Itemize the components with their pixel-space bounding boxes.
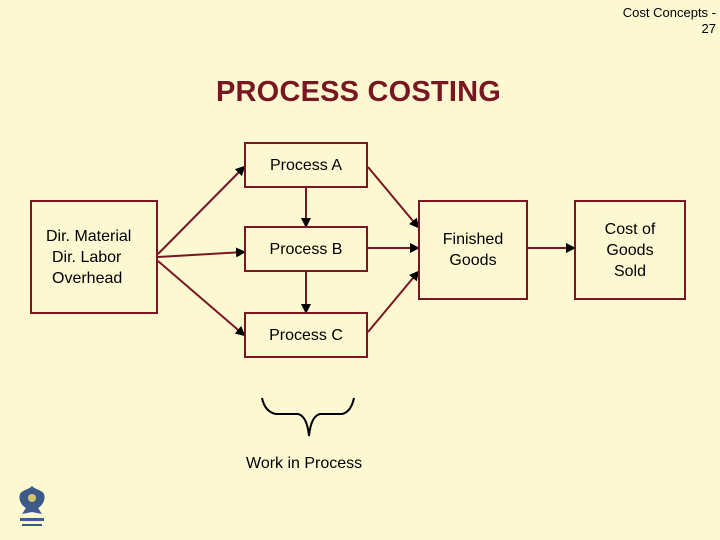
work-in-process-brace	[261, 397, 355, 437]
process-c-box: Process C	[244, 312, 368, 358]
process-b-box: Process B	[244, 226, 368, 272]
work-in-process-label: Work in Process	[246, 455, 363, 472]
inputs-box: Dir. Material Dir. Labor Overhead	[30, 200, 158, 314]
arrow-inputs-to-process-c	[157, 260, 246, 337]
finished-goods-line-2: Goods	[449, 252, 497, 269]
input-direct-labor: Dir. Labor	[52, 248, 122, 266]
input-overhead: Overhead	[52, 269, 123, 287]
university-crest-icon	[19, 486, 45, 526]
process-b-label: Process B	[269, 240, 343, 258]
process-a-label: Process A	[269, 156, 343, 174]
cogs-line-3: Sold	[613, 262, 647, 280]
cogs-box: Cost of Goods Sold	[574, 200, 686, 300]
header-line-2: 27	[701, 21, 716, 36]
arrow-process-c-to-finished-goods	[367, 270, 420, 333]
slide-title: PROCESS COSTING	[216, 76, 501, 108]
cogs-line-2: Goods	[606, 241, 654, 259]
slide-header: Cost Concepts - 27	[556, 5, 716, 37]
process-c-label: Process C	[269, 326, 343, 344]
arrow-process-a-to-finished-goods	[367, 166, 420, 229]
finished-goods-box: Finished Goods	[418, 200, 528, 300]
arrow-inputs-to-process-a	[157, 165, 246, 255]
arrow-inputs-to-process-b	[157, 247, 246, 258]
input-direct-material: Dir. Material	[46, 227, 132, 245]
cogs-line-1: Cost of	[604, 220, 656, 238]
process-a-box: Process A	[244, 142, 368, 188]
header-line-1: Cost Concepts -	[622, 5, 716, 20]
finished-goods-line-1: Finished	[442, 231, 504, 248]
